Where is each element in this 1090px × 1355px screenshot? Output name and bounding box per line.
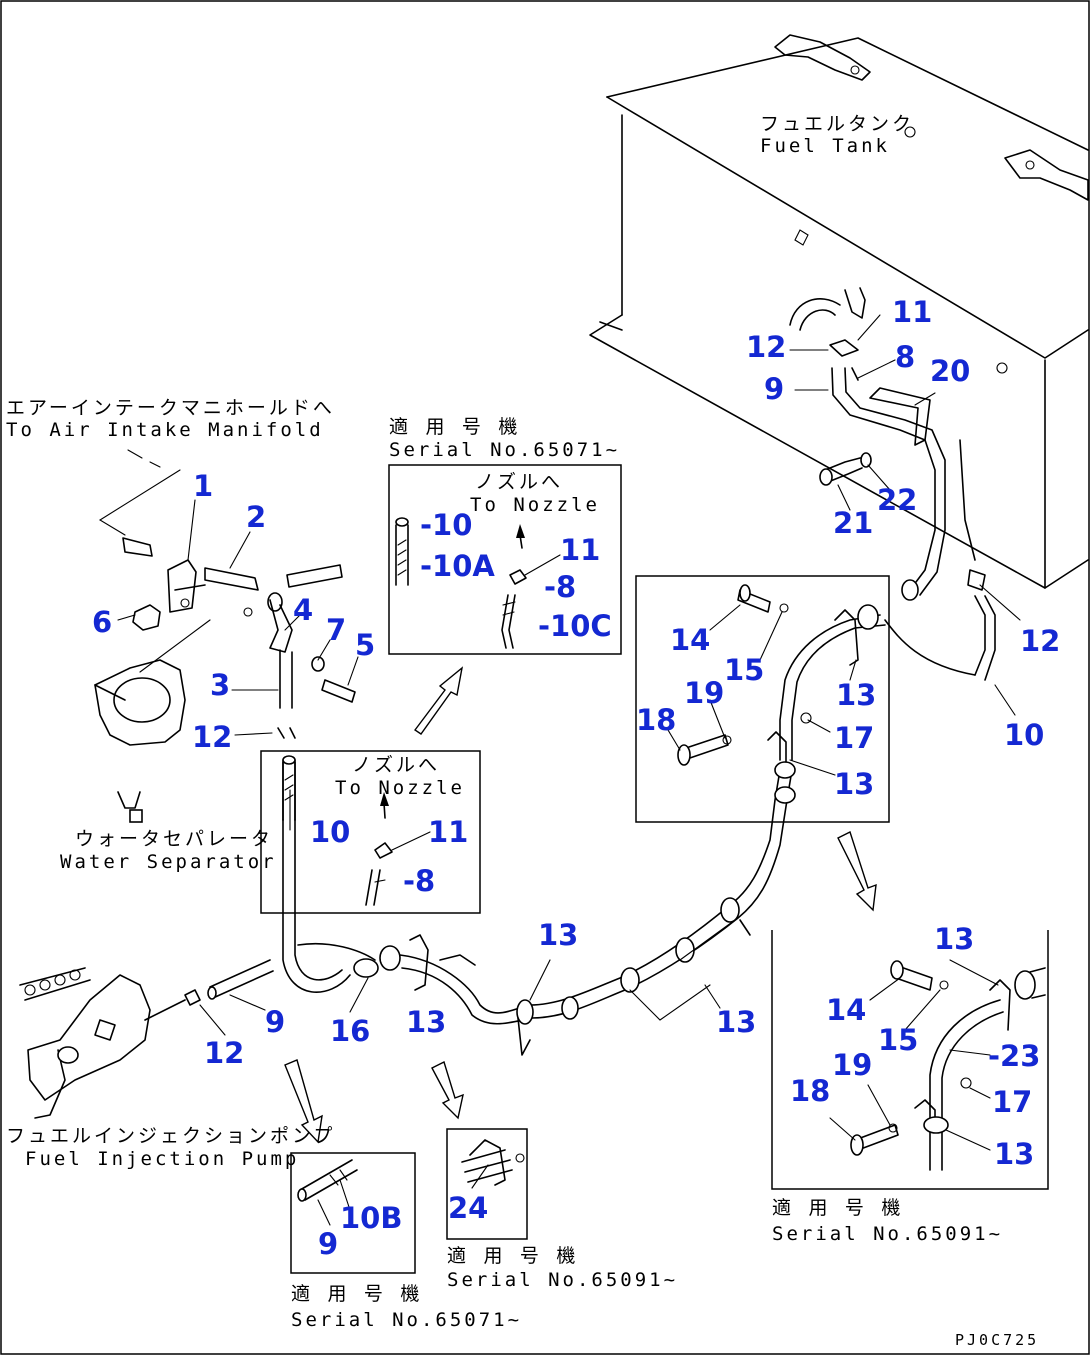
label-water-separator-en: Water Separator (60, 851, 277, 873)
fuel-injection-pump (19, 967, 201, 1119)
callout-10A: -10A (420, 549, 495, 583)
callout-19-inset-e: 19 (832, 1048, 872, 1082)
callout-6: 6 (92, 605, 112, 639)
callout-1: 1 (193, 469, 213, 503)
label-serial-e-jp: 適 用 号 機 (772, 1197, 903, 1219)
callout-11-inset-a: 11 (560, 533, 600, 567)
callout-13-inset-d-upper: 13 (836, 678, 876, 712)
callout-8-inset-a: -8 (544, 570, 576, 604)
callout-9-tank: 9 (764, 372, 784, 406)
filter-bracket-assembly (94, 449, 356, 746)
callout-12-tank: 12 (746, 330, 786, 364)
inset-b (260, 750, 481, 914)
label-nozzle-en-b: To Nozzle (335, 777, 465, 799)
part-callouts: 1 2 3 4 5 6 7 12 -10 -10A 11 -8 -10C 10 … (92, 295, 1060, 1261)
callout-10C: -10C (538, 609, 612, 643)
label-serial-c-en: Serial No.65071~ (291, 1309, 522, 1331)
callout-9-lower: 9 (265, 1005, 285, 1039)
callout-13-pipe-right: 13 (716, 1005, 756, 1039)
inset-d (635, 575, 890, 823)
callout-13-inset-e-upper: 13 (934, 922, 974, 956)
callout-8-inset-b: -8 (403, 864, 435, 898)
label-nozzle-jp-a: ノズルへ (475, 471, 563, 493)
callout-4: 4 (293, 593, 313, 627)
callout-3: 3 (210, 668, 230, 702)
label-serial-a-en: Serial No.65071~ (389, 439, 620, 461)
callout-14-inset-d: 14 (670, 623, 710, 657)
label-fuel-tank-en: Fuel Tank (760, 135, 890, 157)
callout-13-inset-e-lower: 13 (994, 1137, 1034, 1171)
leader-lines (117, 314, 1021, 1226)
callout-18-inset-e: 18 (790, 1074, 830, 1108)
label-fuel-tank-jp: フュエルタンク (760, 113, 914, 135)
fuel-tank (589, 34, 1089, 681)
callout-13-inset-d-lower: 13 (834, 767, 874, 801)
callout-10B: 10B (340, 1201, 402, 1235)
callout-21: 21 (833, 506, 873, 540)
callout-10-right: 10 (1004, 718, 1044, 752)
label-air-intake-en: To Air Intake Manifold (6, 419, 324, 441)
water-separator-symbol (117, 791, 143, 823)
inset-c (290, 1152, 416, 1274)
callout-5: 5 (355, 628, 375, 662)
callout-11-inset-b: 11 (428, 815, 468, 849)
callout-16: 16 (330, 1014, 370, 1048)
callout-12-right: 12 (1020, 624, 1060, 658)
callout-2: 2 (246, 500, 266, 534)
text-labels: エアーインテークマニホールドへ To Air Intake Manifold ウ… (6, 113, 1039, 1349)
label-air-intake-jp: エアーインテークマニホールドへ (6, 397, 335, 419)
callout-7: 7 (326, 613, 346, 647)
callout-9-inset-c: 9 (318, 1227, 338, 1261)
label-nozzle-jp-b: ノズルへ (352, 754, 440, 776)
callout-13-lower: 13 (406, 1005, 446, 1039)
inset-a (388, 464, 622, 655)
diagram-code: PJ0C725 (955, 1331, 1039, 1349)
callout-8-tank: 8 (895, 340, 915, 374)
callout-20: 20 (930, 354, 970, 388)
callout-23: -23 (988, 1039, 1040, 1073)
inset-e (771, 930, 1049, 1190)
callout-22: 22 (877, 483, 917, 517)
callout-14-inset-e: 14 (826, 993, 866, 1027)
label-nozzle-en-a: To Nozzle (470, 494, 600, 516)
label-water-separator-jp: ウォータセパレータ (75, 828, 273, 850)
label-serial-c-jp: 適 用 号 機 (291, 1283, 422, 1305)
callout-10-inset-a: -10 (420, 508, 472, 542)
pointer-arrows (284, 666, 877, 1144)
callout-17-inset-d: 17 (834, 721, 874, 755)
label-serial-d-en: Serial No.65091~ (447, 1269, 678, 1291)
callout-15-inset-d: 15 (724, 653, 764, 687)
label-serial-a-jp: 適 用 号 機 (389, 416, 520, 438)
callout-12-filter: 12 (192, 720, 232, 754)
callout-19-inset-d: 19 (684, 676, 724, 710)
callout-13-mid: 13 (538, 918, 578, 952)
callout-24: 24 (448, 1191, 488, 1225)
label-injection-pump-en: Fuel Injection Pump (25, 1148, 299, 1170)
callout-11-tank: 11 (892, 295, 932, 329)
label-serial-d-jp: 適 用 号 機 (447, 1245, 578, 1267)
callout-15-inset-e: 15 (878, 1023, 918, 1057)
callout-17-inset-e: 17 (992, 1085, 1032, 1119)
callout-18-inset-d: 18 (636, 703, 676, 737)
label-serial-e-en: Serial No.65091~ (772, 1223, 1003, 1245)
label-injection-pump-jp: フュエルインジェクションポンプ (6, 1125, 335, 1147)
callout-10-inset-b: 10 (310, 815, 350, 849)
callout-12-lower: 12 (204, 1036, 244, 1070)
